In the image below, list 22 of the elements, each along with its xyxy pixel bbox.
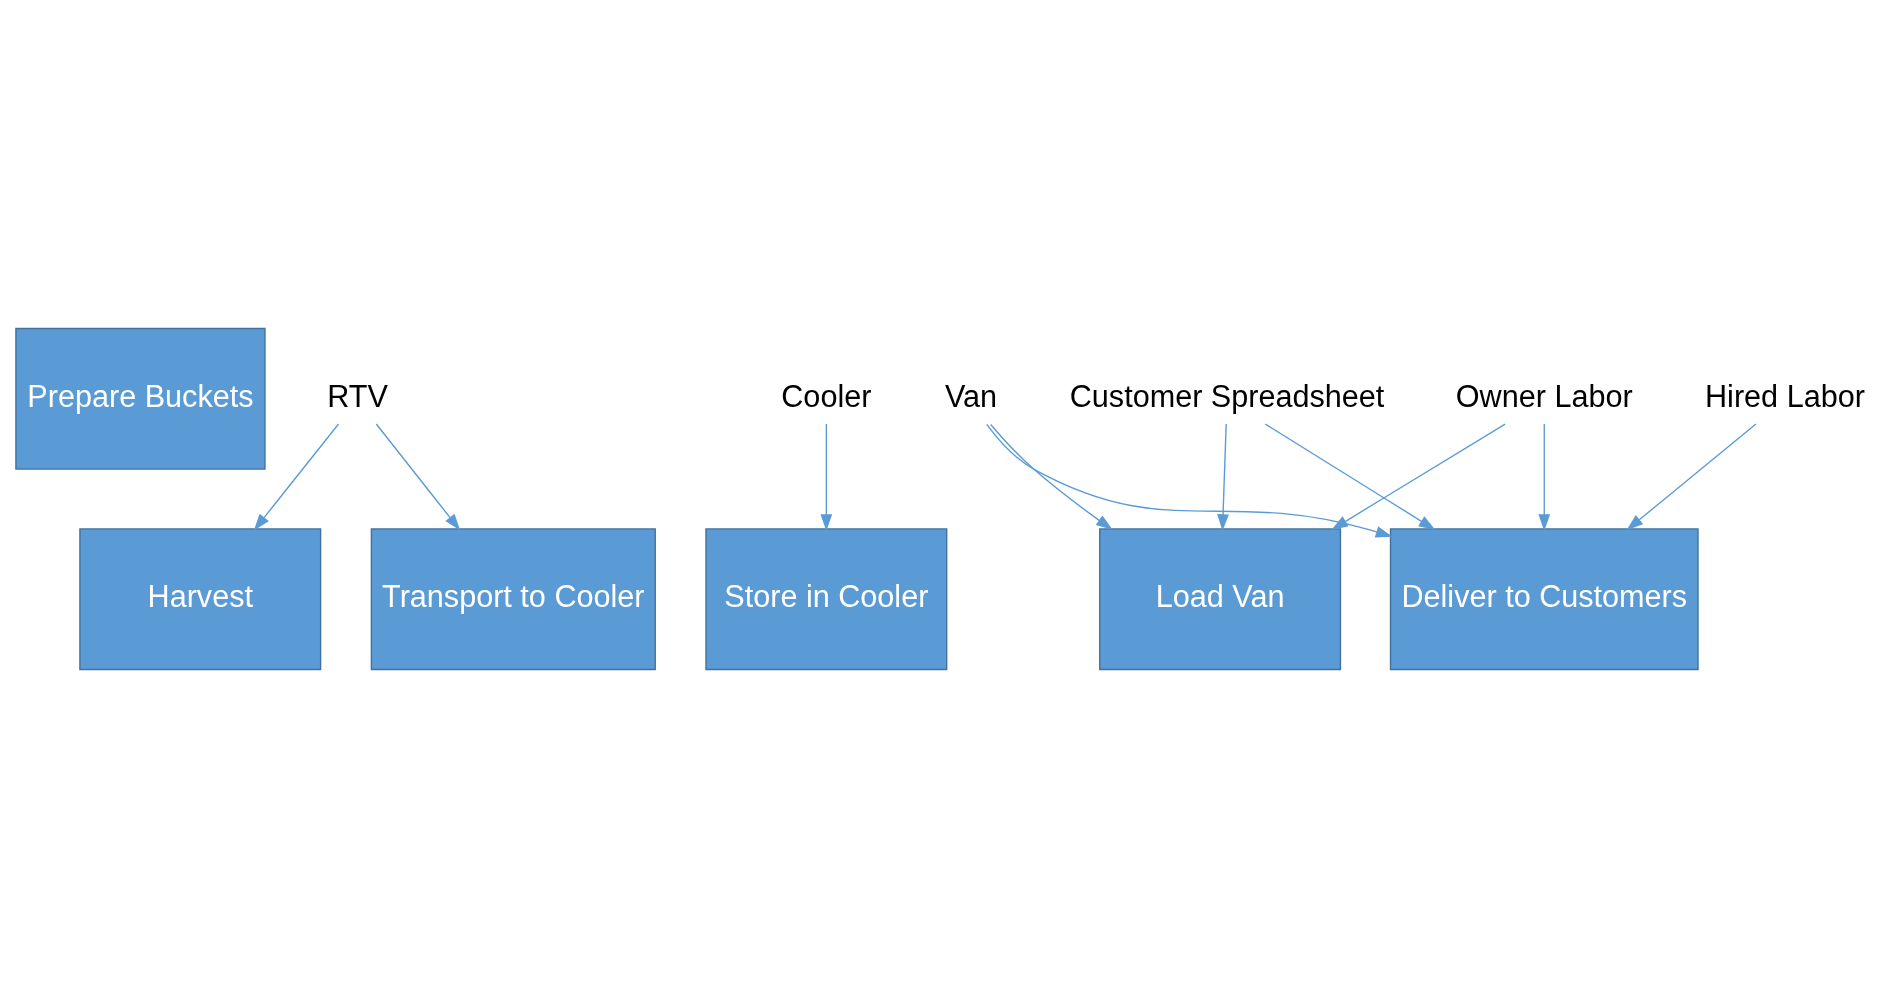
node-text: Van xyxy=(944,378,998,413)
node-text: RTV xyxy=(327,378,388,413)
node-box: Transport to Cooler xyxy=(370,527,656,670)
node-text: Hired Labor xyxy=(1705,378,1865,413)
node-box: Prepare Buckets xyxy=(15,327,266,470)
arrow xyxy=(375,422,461,531)
node-box: Harvest xyxy=(79,527,322,670)
node-box: Store in Cooler xyxy=(705,527,948,670)
arrow xyxy=(989,423,1113,530)
node-box: Deliver to Customers xyxy=(1389,527,1699,670)
arrow xyxy=(253,422,340,531)
arrow xyxy=(820,422,833,531)
node-text: Cooler xyxy=(781,378,872,413)
arrow xyxy=(1331,422,1506,530)
node-box: Load Van xyxy=(1099,527,1342,670)
arrow xyxy=(1538,422,1551,531)
arrow xyxy=(986,423,1393,537)
arrow xyxy=(1264,422,1436,530)
node-text: Customer Spreadsheet xyxy=(1069,378,1385,413)
arrow xyxy=(1217,422,1229,531)
node-text: Owner Labor xyxy=(1455,378,1633,413)
arrow xyxy=(1626,422,1757,530)
